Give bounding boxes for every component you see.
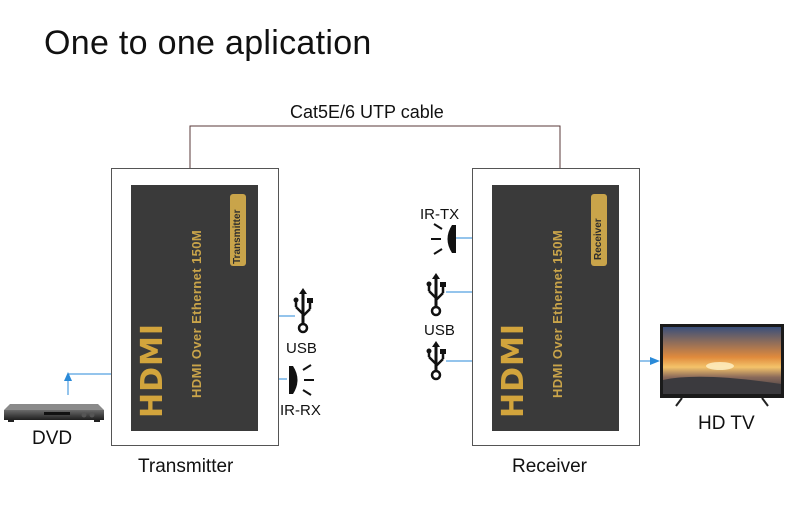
dvd-label: DVD bbox=[32, 428, 73, 449]
transmitter-caption: Transmitter bbox=[138, 456, 234, 477]
receiver-caption: Receiver bbox=[512, 456, 587, 477]
tx-ir-label: IR-RX bbox=[280, 402, 321, 419]
tx-usb-label: USB bbox=[286, 340, 317, 357]
page-title: One to one aplication bbox=[44, 24, 372, 62]
tv-link-arrow bbox=[650, 357, 660, 365]
cat5-cable-line bbox=[189, 125, 561, 168]
hd-tv-label: HD TV bbox=[698, 413, 755, 434]
receiver-badge: Receiver bbox=[591, 194, 607, 266]
rx-usb-label: USB bbox=[424, 322, 455, 339]
rx-ir-label: IR-TX bbox=[420, 206, 460, 223]
dvd-link-arrow bbox=[64, 372, 72, 381]
transmitter-badge: Transmitter bbox=[230, 194, 246, 266]
